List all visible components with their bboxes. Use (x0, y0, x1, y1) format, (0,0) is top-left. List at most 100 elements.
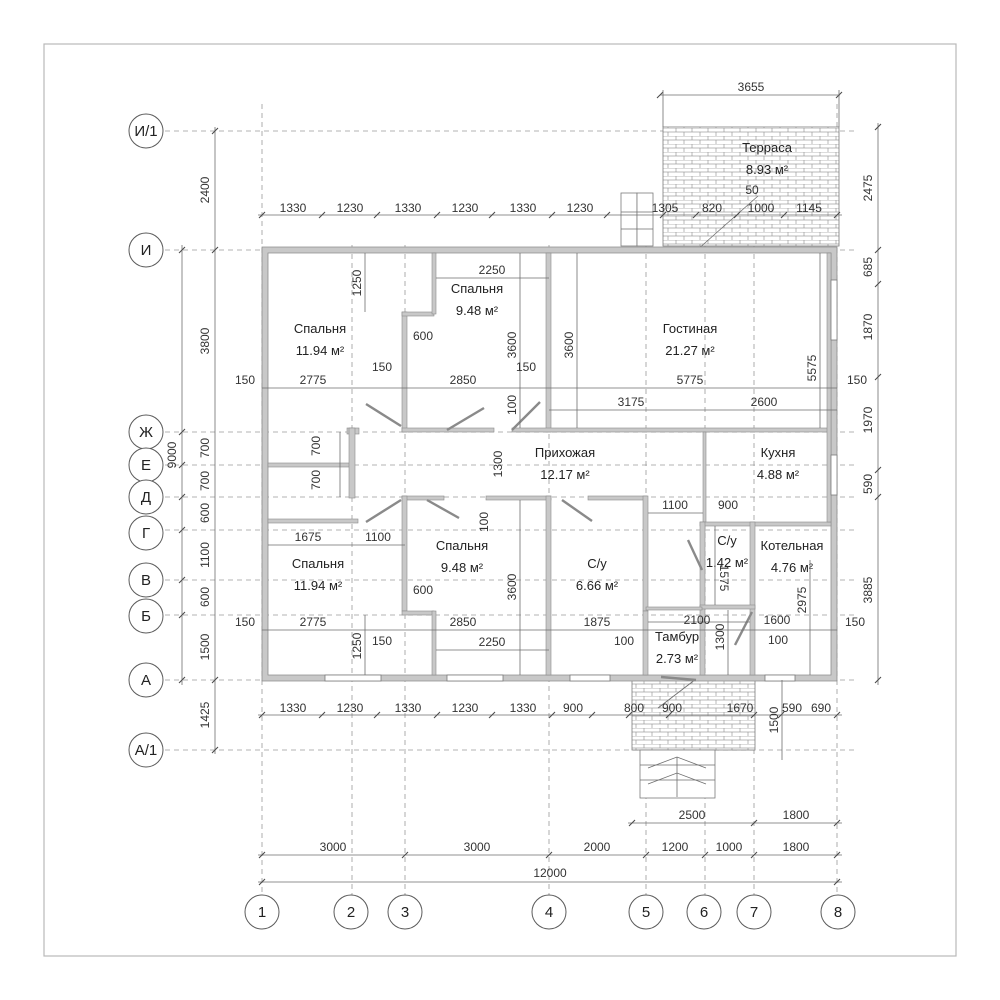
dim-axis-1: 3000 (320, 840, 347, 854)
dim-bot-4: 1230 (452, 701, 479, 715)
axis-bubble-row-И: И (128, 232, 164, 268)
axis-bubble-row-Г: Г (128, 515, 164, 551)
dim-100d: 100 (768, 633, 788, 647)
dim-top-9: 1000 (748, 201, 775, 215)
dim-150b: 150 (372, 360, 392, 374)
dim-2975: 2975 (795, 586, 809, 613)
dim-600b: 600 (413, 583, 433, 597)
room-area-bedroom-s: 9.48 м² (441, 560, 484, 575)
room-area-bedroom-sw: 11.94 м² (294, 578, 343, 593)
room-name-bath: С/у (587, 556, 607, 571)
dim-2775b: 2775 (300, 615, 327, 629)
svg-text:Д: Д (141, 489, 151, 506)
dim-right-4: 1970 (861, 406, 875, 433)
row-axis-bubbles: И/1 И Ж Е Д Г В Б А А/1 (128, 113, 164, 768)
dim-2100: 2100 (684, 613, 711, 627)
room-area-bedroom-n: 9.48 м² (456, 303, 499, 318)
room-area-wc: 1.42 м² (706, 555, 749, 570)
room-name-bedroom-s: Спальня (436, 538, 488, 553)
dim-right-2: 685 (861, 257, 875, 277)
axis-bubble-row-А1: А/1 (128, 732, 164, 768)
svg-text:А: А (141, 672, 151, 689)
terrace-steps (620, 192, 654, 247)
axis-bubble-col-5: 5 (628, 894, 664, 930)
dim-axis-3: 2000 (584, 840, 611, 854)
axis-bubble-row-Д: Д (128, 479, 164, 515)
dim-150f: 150 (372, 634, 392, 648)
dim-bot-11: 690 (811, 701, 831, 715)
svg-text:3: 3 (401, 904, 409, 921)
dim-700a: 700 (309, 436, 323, 456)
dim-bot-9: 1670 (727, 701, 754, 715)
doors (365, 401, 754, 682)
room-name-bedroom-sw: Спальня (292, 556, 344, 571)
dim-left-inner-3: 700 (198, 471, 212, 491)
room-area-terrace: 8.93 м² (746, 162, 789, 177)
dim-2600: 2600 (751, 395, 778, 409)
room-area-kitchen: 4.88 м² (757, 467, 800, 482)
dim-3175: 3175 (618, 395, 645, 409)
dim-bot-3: 1330 (395, 701, 422, 715)
room-area-bath: 6.66 м² (576, 578, 619, 593)
dim-100c: 100 (614, 634, 634, 648)
dim-100a: 100 (505, 395, 519, 415)
dim-1875: 1875 (584, 615, 611, 629)
dim-150e: 150 (235, 615, 255, 629)
axis-bubble-col-8: 8 (820, 894, 856, 930)
svg-text:И: И (141, 242, 152, 259)
dim-porch-1: 2500 (679, 808, 706, 822)
dim-bot-6: 900 (563, 701, 583, 715)
svg-text:5: 5 (642, 904, 650, 921)
svg-text:1: 1 (258, 904, 266, 921)
dim-bot-10: 590 (782, 701, 802, 715)
room-name-kitchen: Кухня (761, 445, 796, 460)
room-name-hall: Прихожая (535, 445, 595, 460)
svg-text:2: 2 (347, 904, 355, 921)
dim-top-4: 1230 (452, 201, 479, 215)
dim-top-5: 1330 (510, 201, 537, 215)
dim-bot-2: 1230 (337, 701, 364, 715)
room-area-bedroom-nw: 11.94 м² (296, 343, 345, 358)
svg-text:7: 7 (750, 904, 758, 921)
axis-bubble-col-3: 3 (387, 894, 423, 930)
dim-left-outer-2: 9000 (165, 441, 179, 468)
windows (324, 279, 838, 682)
dim-1250a: 1250 (350, 269, 364, 296)
dim-1100a: 1100 (365, 530, 391, 544)
dim-1575: 1575 (717, 565, 731, 592)
sheet-frame (43, 43, 957, 957)
dim-bot-1: 1330 (280, 701, 307, 715)
dim-1100b: 1100 (662, 498, 688, 512)
dim-left-outer-1: 2400 (198, 176, 212, 203)
dim-bot-5: 1330 (510, 701, 537, 715)
dim-1500: 1500 (767, 706, 781, 733)
terrace-deck (662, 126, 840, 247)
dim-600a: 600 (413, 329, 433, 343)
dim-right-3: 1870 (861, 313, 875, 340)
axis-bubble-col-6: 6 (686, 894, 722, 930)
dim-terrace-step: 50 (745, 183, 759, 197)
dim-1675: 1675 (295, 530, 322, 544)
column-axis-bubbles: 1 2 3 4 5 6 7 8 (244, 894, 856, 930)
dim-2250a: 2250 (479, 263, 506, 277)
svg-text:Г: Г (142, 525, 150, 542)
dim-100b: 100 (477, 512, 491, 532)
dim-left-outer-3: 1425 (198, 701, 212, 728)
svg-text:6: 6 (700, 904, 708, 921)
axis-bubble-col-4: 4 (531, 894, 567, 930)
dimension-lines (178, 90, 882, 886)
axis-bubble-col-1: 1 (244, 894, 280, 930)
dim-2250b: 2250 (479, 635, 506, 649)
dim-2850b: 2850 (450, 615, 477, 629)
dim-left-inner-7: 1500 (198, 633, 212, 660)
dim-left-inner-1: 3800 (198, 327, 212, 354)
room-name-terrace: Терраса (742, 140, 793, 155)
dim-left-inner-5: 1100 (198, 542, 212, 568)
room-name-bedroom-n: Спальня (451, 281, 503, 296)
dim-5575: 5575 (805, 354, 819, 381)
dim-700b: 700 (309, 470, 323, 490)
dim-axis-2: 3000 (464, 840, 491, 854)
dim-axis-6: 1800 (783, 840, 810, 854)
dim-top-2: 1230 (337, 201, 364, 215)
exterior-walls (261, 246, 838, 682)
